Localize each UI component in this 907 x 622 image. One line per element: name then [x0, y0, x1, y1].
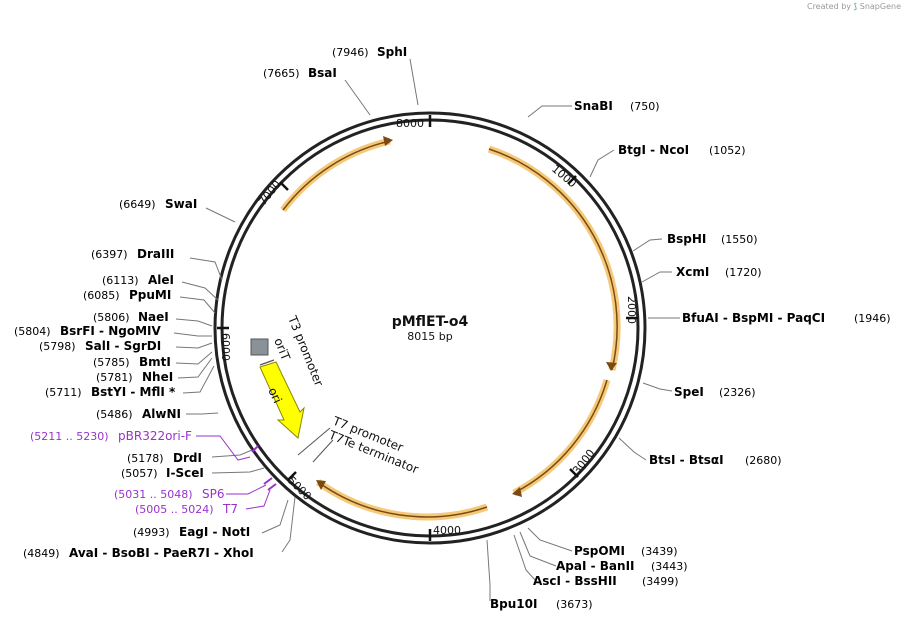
site-name: BsrFI - NgoMIV: [60, 324, 161, 338]
site-name: BsaI: [308, 66, 337, 80]
t3-promoter-marker: [259, 359, 275, 366]
feature-arc-left: [280, 136, 393, 213]
site-pos: (4849): [23, 547, 60, 560]
orit-feature-box: [250, 338, 269, 356]
backbone-outer: [213, 111, 647, 545]
site-name: I-SceI: [166, 466, 204, 480]
site-pos: (5178): [127, 452, 164, 465]
primer-pos: (5005 .. 5024): [135, 503, 214, 516]
site-name: NheI: [142, 370, 173, 384]
t7te-terminator-marker: [312, 439, 334, 463]
site-name: XcmI: [676, 265, 709, 279]
site-name: EagI - NotI: [179, 525, 250, 539]
site-name: BtsI - BtsαI: [649, 453, 724, 467]
site-name: DraIII: [137, 247, 174, 261]
feature-arc-bottom: [315, 479, 489, 521]
site-name: DrdI: [173, 451, 202, 465]
site-pos: (5804): [14, 325, 51, 338]
tick-label-6000: 6000: [219, 333, 232, 361]
site-name: SphI: [377, 45, 407, 59]
site-pos: (7665): [263, 67, 300, 80]
tick-label-4000: 4000: [433, 524, 461, 537]
feature-label-orit: oriT: [271, 336, 293, 363]
tick-label-8000: 8000: [396, 117, 424, 130]
site-pos: (5711): [45, 386, 82, 399]
site-name: BfuAI - BspMI - PaqCI: [682, 311, 825, 325]
site-pos: (1052): [709, 144, 746, 157]
site-pos: (6397): [91, 248, 128, 261]
site-pos: (3673): [556, 598, 593, 611]
site-pos: (5057): [121, 467, 158, 480]
site-pos: (1720): [725, 266, 762, 279]
tick-label-3000: 3000: [570, 447, 597, 477]
primer-pos: (5211 .. 5230): [30, 430, 109, 443]
site-name: BstYI - MflI *: [91, 385, 176, 399]
site-name: AscI - BssHII: [533, 574, 617, 588]
watermark: Created by ⟆ SnapGene: [807, 2, 901, 11]
site-name: PspOMI: [574, 544, 625, 558]
feature-arc-right: [487, 145, 621, 371]
site-name: ApaI - BanII: [556, 559, 635, 573]
snapgene-logo-icon: ⟆: [853, 2, 858, 11]
primer-name: SP6: [202, 487, 225, 501]
site-name: AleI: [148, 273, 174, 287]
site-name: PpuMI: [129, 288, 171, 302]
site-pos: (5798): [39, 340, 76, 353]
site-name: SnaBI: [574, 99, 613, 113]
site-pos: (4993): [133, 526, 170, 539]
feature-arc-bottom-right: [512, 379, 611, 497]
site-name: SalI - SgrDI: [85, 339, 161, 353]
site-name: Bpu10I: [490, 597, 537, 611]
site-pos: (5806): [93, 311, 130, 324]
watermark-brand: SnapGene: [859, 2, 901, 11]
site-pos: (7946): [332, 46, 369, 59]
site-pos: (3443): [651, 560, 688, 573]
tick-label-2000: 2000: [625, 296, 638, 324]
site-pos: (2326): [719, 386, 756, 399]
site-pos: (5781): [96, 371, 133, 384]
site-pos: (5785): [93, 356, 130, 369]
site-name: BtgI - NcoI: [618, 143, 689, 157]
site-name: BmtI: [139, 355, 171, 369]
primer-name: pBR322ori-F: [118, 429, 192, 443]
site-pos: (6649): [119, 198, 156, 211]
site-name: BspHI: [667, 232, 706, 246]
site-leader-lines: [173, 58, 680, 601]
primer-name: T7: [222, 502, 238, 516]
site-labels-left: (7946) SphI (7665) BsaI (6649) SwaI (639…: [14, 45, 407, 560]
site-pos: (3439): [641, 545, 678, 558]
site-labels-right: SnaBI (750) BtgI - NcoI (1052) BspHI (15…: [490, 99, 891, 611]
tick-marks: [217, 115, 638, 541]
site-name: NaeI: [138, 310, 169, 324]
site-pos: (1946): [854, 312, 891, 325]
site-pos: (3499): [642, 575, 679, 588]
site-pos: (1550): [721, 233, 758, 246]
site-pos: (6113): [102, 274, 139, 287]
primer-pos: (5031 .. 5048): [114, 488, 193, 501]
primer-markers: [251, 445, 277, 491]
site-name: SpeI: [674, 385, 704, 399]
primer-leader-lines: [196, 435, 271, 510]
feature-label-ori: ori: [265, 385, 284, 405]
t7-promoter-marker: [297, 427, 331, 456]
site-name: SwaI: [165, 197, 197, 211]
site-pos: (6085): [83, 289, 120, 302]
site-name: AlwNI: [142, 407, 181, 421]
site-name: AvaI - BsoBI - PaeR7I - XhoI: [69, 546, 254, 560]
site-pos: (2680): [745, 454, 782, 467]
ori-arrow: [259, 361, 305, 439]
watermark-prefix: Created by: [806, 2, 851, 11]
primer-labels: (5211 .. 5230) pBR322ori-F (5031 .. 5048…: [30, 429, 238, 516]
plasmid-name: pMflET-o4: [391, 314, 469, 330]
site-pos: (750): [630, 100, 660, 113]
plasmid-size: 8015 bp: [407, 330, 453, 343]
site-pos: (5486): [96, 408, 133, 421]
